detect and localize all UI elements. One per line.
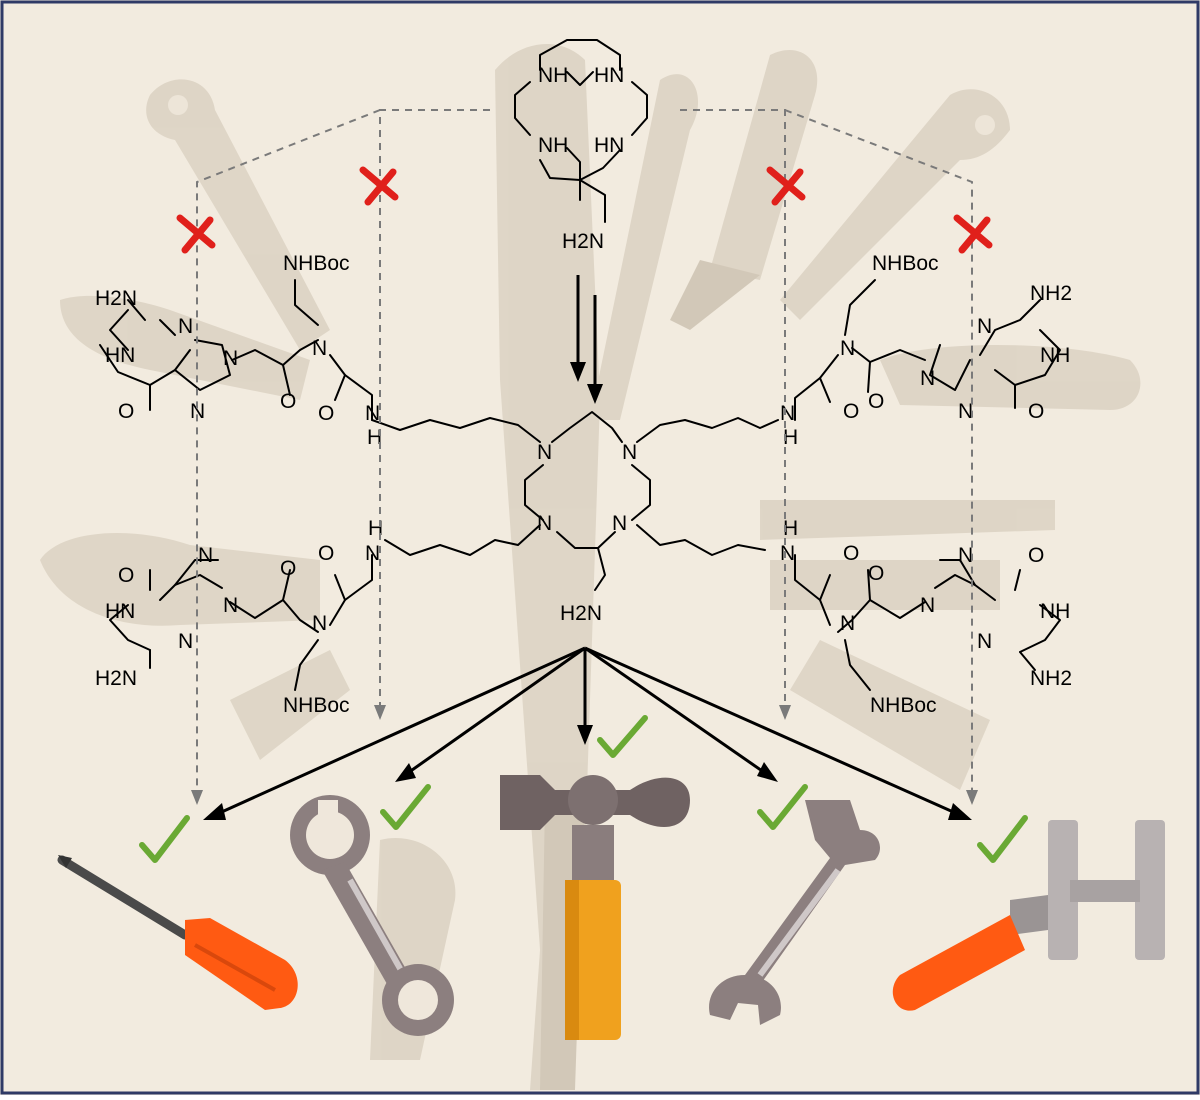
ll-n-tertiary: N xyxy=(312,612,327,635)
arm-lower-left: H N O O N O HN N N N H2N NHBoc xyxy=(95,517,383,717)
check-mark-icon xyxy=(380,784,431,830)
ll-o-amide-1: O xyxy=(280,557,296,580)
open-wrench-icon xyxy=(709,800,880,1025)
lr-h-amide: H xyxy=(783,517,798,540)
ur-o-carbonyl: O xyxy=(1028,400,1044,423)
core-n-lower-left: N xyxy=(537,512,552,535)
ul-n-amide: N xyxy=(365,402,380,425)
ul-o-amide-1: O xyxy=(280,390,296,413)
top-hn-upper-right: HN xyxy=(594,64,624,87)
lr-n-tertiary: N xyxy=(840,612,855,635)
ul-n-tertiary: N xyxy=(312,337,327,360)
bg-wrench-upper-right xyxy=(780,89,1010,320)
lr-nh2-label: NH2 xyxy=(1030,667,1072,690)
core-n-lower-right: N xyxy=(612,512,627,535)
cross-mark-icon xyxy=(359,166,399,206)
ur-nhboc-label: NHBoc xyxy=(872,252,939,275)
arm-lower-right: H N O N O O N NH N N NH2 NHBoc xyxy=(780,517,1072,717)
cross-mark-icon xyxy=(176,214,216,254)
lr-o-amide-1: O xyxy=(868,562,884,585)
ur-n-ring-top: N xyxy=(977,315,992,338)
ur-n9-label: N xyxy=(920,367,935,390)
success-marks xyxy=(139,715,1028,863)
top-nh-upper-left: NH xyxy=(538,64,568,87)
lr-nhboc-label: NHBoc xyxy=(870,694,937,717)
top-nh-lower-left: NH xyxy=(538,134,568,157)
ul-n-ring-top: N xyxy=(178,315,193,338)
ur-h-amide: H xyxy=(783,426,798,449)
ll-nhboc-label: NHBoc xyxy=(283,694,350,717)
arm-upper-left: H2N NHBoc N HN N O N O N O N H xyxy=(95,252,382,449)
core-n-upper-right: N xyxy=(622,441,637,464)
lr-n-imidazole: N xyxy=(958,544,973,567)
ll-hn-label: HN xyxy=(105,600,135,623)
cross-mark-icon xyxy=(766,166,806,206)
top-hn-lower-right: HN xyxy=(594,134,624,157)
bg-handle-upper-right xyxy=(670,49,818,330)
check-mark-icon xyxy=(757,784,808,830)
ll-n-ring-bottom: N xyxy=(178,630,193,653)
core-h2n-label: H2N xyxy=(560,602,602,625)
hammer-icon xyxy=(500,775,690,1040)
ur-n-imidazole: N xyxy=(958,400,973,423)
reaction-arrows-down xyxy=(570,275,603,404)
ul-h-amide: H xyxy=(367,426,382,449)
ul-n9-label: N xyxy=(223,347,238,370)
lr-o-carbonyl: O xyxy=(1028,544,1044,567)
failed-route-marks xyxy=(176,166,993,254)
ll-o-amide-2: O xyxy=(318,542,334,565)
cross-mark-icon xyxy=(953,214,993,254)
ur-o-amide-1: O xyxy=(868,390,884,413)
ur-n-amide: N xyxy=(780,402,795,425)
bg-wrench-upper-left xyxy=(146,79,330,350)
lr-n-ring-bottom: N xyxy=(977,630,992,653)
ur-nh2-label: NH2 xyxy=(1030,282,1072,305)
ul-h2n-label: H2N xyxy=(95,287,137,310)
ll-n-amide: N xyxy=(365,542,380,565)
lr-o-amide-2: O xyxy=(843,542,859,565)
ll-n9-label: N xyxy=(223,594,238,617)
ll-o-carbonyl: O xyxy=(118,564,134,587)
check-mark-icon xyxy=(139,815,190,863)
ring-wrench-icon xyxy=(290,795,454,1036)
ur-n-tertiary: N xyxy=(840,337,855,360)
dashed-routes xyxy=(191,109,978,805)
core-n-upper-left: N xyxy=(537,441,552,464)
check-mark-icon xyxy=(977,815,1028,863)
lr-n9-label: N xyxy=(920,594,935,617)
ur-o-amide-2: O xyxy=(843,400,859,423)
ll-n-imidazole: N xyxy=(198,544,213,567)
arm-upper-right: NH2 NHBoc N N N NH O N O O N H xyxy=(780,252,1072,449)
screwdriver-icon xyxy=(57,855,298,1010)
bg-tool-right xyxy=(760,345,1141,610)
cyclen-core: N N N N H2N xyxy=(371,411,779,625)
check-mark-icon xyxy=(597,715,648,758)
divergent-arrows xyxy=(203,646,972,820)
ul-hn-label: HN xyxy=(105,344,135,367)
ll-h2n-label: H2N xyxy=(95,667,137,690)
ul-nhboc-label: NHBoc xyxy=(283,252,350,275)
lr-n-amide: N xyxy=(780,542,795,565)
lr-nh-label: NH xyxy=(1040,600,1070,623)
clamp-icon xyxy=(892,820,1165,1011)
ur-nh-label: NH xyxy=(1040,344,1070,367)
top-h2n-label: H2N xyxy=(562,230,604,253)
ul-n-imidazole: N xyxy=(190,400,205,423)
ul-o-amide-2: O xyxy=(318,402,334,425)
starting-macrocycle: NH HN NH HN H2N xyxy=(514,39,648,253)
ul-o-carbonyl: O xyxy=(118,400,134,423)
